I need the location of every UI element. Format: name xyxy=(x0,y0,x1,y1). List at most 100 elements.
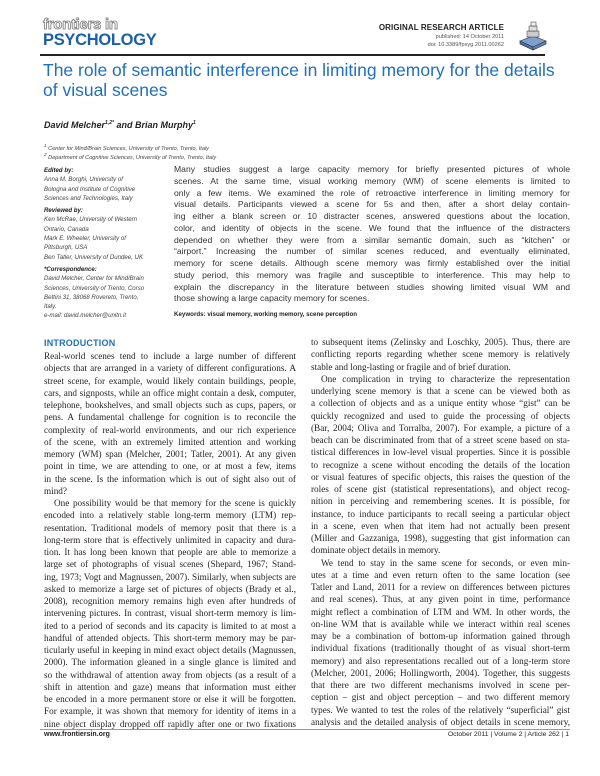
abstract-line: visual details. Participants viewed a sc… xyxy=(174,199,570,210)
sidebar-line: e-mail: david.melcher@unitn.it xyxy=(44,312,127,320)
text-line: Tatler and Land, 2011 for a review on di… xyxy=(311,582,570,592)
frontiers-stack-icon xyxy=(519,21,547,51)
article-title: The role of semantic interference in lim… xyxy=(43,60,555,100)
abstract-line: those showing a large capacity memory fo… xyxy=(174,293,370,304)
text-line: complexity of real-world environments, a… xyxy=(44,424,296,435)
abstract-line: Many studies suggest a large capacity me… xyxy=(174,164,570,174)
text-line: street scene, for example, would likely … xyxy=(44,375,296,386)
affiliation-text: Department of Cognitive Sciences, Univer… xyxy=(48,154,217,161)
text-line: 2008), recognition memory remains high e… xyxy=(44,596,296,606)
text-line: asked to memorize a large set of picture… xyxy=(44,583,296,594)
affiliation-text: Center for Mind/Brain Sciences, Universi… xyxy=(48,145,209,152)
text-line: to recognize a scene without encoding th… xyxy=(311,459,570,470)
author-1[interactable]: David Melcher xyxy=(44,120,106,130)
sidebar-line: Ontario, Canada xyxy=(44,225,89,233)
abstract-line: explain the discrepancy in the literatur… xyxy=(174,281,570,292)
text-line: underlying scene memory is that a scene … xyxy=(311,386,570,396)
paragraph: One possibility would be that memory for… xyxy=(44,497,296,730)
text-line: that there are two different mechanisms … xyxy=(311,680,570,690)
text-line: might reflect a combination of LTM and W… xyxy=(311,606,570,617)
doi: doi: 10.3389/fpsyg.2011.00262 xyxy=(427,42,504,48)
text-line: tion. It has long been known that people… xyxy=(44,547,296,557)
text-line: conflicting reports regarding whether sc… xyxy=(311,349,570,360)
abstract-line: only a few items. We examined the role o… xyxy=(174,187,570,198)
text-line: telephone, bookshelves, and small object… xyxy=(44,400,296,410)
text-line: pens. A fundamental challenge for cognit… xyxy=(44,412,296,423)
text-line: (Miller and Gazzaniga, 1998), suggesting… xyxy=(311,533,570,543)
edited-by-label: Edited by: xyxy=(44,167,74,174)
authors: David Melcher1,2* and Brian Murphy1 xyxy=(44,120,196,130)
text-line: instance, to induce participants to reca… xyxy=(311,508,570,519)
body-column-right: to subsequent items (Zelinsky and Loschk… xyxy=(311,336,570,728)
text-line: (Melcher, 2001, 2006; Hollingworth, 2004… xyxy=(311,667,570,678)
text-line: of the scene, with an extremely limited … xyxy=(44,436,296,447)
text-line: in a scene, even when that item had not … xyxy=(311,520,570,531)
abstract-line: ing either a blank screen or 10 distract… xyxy=(174,211,570,221)
abstract-line: depended on whether they were from a sim… xyxy=(174,234,570,245)
text-line: We tend to stay in the same scene for se… xyxy=(321,557,570,568)
sidebar-line: Mark E. Wheeler, University of xyxy=(44,235,126,243)
text-line: utes at a time and even return often to … xyxy=(311,569,570,580)
footer-issue-info: October 2011 | Volume 2 | Article 262 | … xyxy=(447,731,569,738)
text-line: long-term store that is effectively unli… xyxy=(44,534,296,545)
text-line: nine object display dropped off rapidly … xyxy=(44,718,296,729)
text-line: For example, it was shown that memory fo… xyxy=(44,706,296,717)
affiliation-2: 2 Department of Cognitive Sciences, Univ… xyxy=(44,152,216,161)
correspondence-label: *Correspondence: xyxy=(44,265,97,273)
text-line: tistical differences in low-level visual… xyxy=(311,447,570,458)
abstract-line: “airport.” Increasing the number of simi… xyxy=(174,246,570,257)
text-line: types. We wanted to test the roles of th… xyxy=(311,704,570,715)
abstract-line: color, and identity of objects in the sc… xyxy=(174,222,570,233)
text-line: on-line WM that is available while we in… xyxy=(311,618,570,629)
text-line: dominate object details in memory. xyxy=(311,545,441,556)
text-line: or visual features of specific objects, … xyxy=(311,471,570,482)
text-line: One complication in trying to characteri… xyxy=(321,373,570,384)
sidebar-line: Sciences, University of Trento, Corso xyxy=(44,284,145,292)
abstract-line: scenes. At the same time, visual working… xyxy=(174,175,570,186)
editorial-sidebar: Edited by: Anna M. Borghi, University of… xyxy=(44,166,169,321)
sidebar-line: Anna M. Borghi, University of xyxy=(44,176,123,184)
reviewed-by-label: Reviewed by: xyxy=(44,207,83,215)
sidebar-line: Ken McRae, University of Western xyxy=(44,216,138,224)
text-line: be encoded in a more permanent store or … xyxy=(44,694,296,704)
author-2[interactable]: Brian Murphy xyxy=(134,120,193,130)
text-line: objects that are arranged in a variety o… xyxy=(44,363,296,374)
abstract: Many studies suggest a large capacity me… xyxy=(174,164,570,305)
text-line: ticularly useful in keeping in mind exac… xyxy=(44,645,296,655)
abstract-line: memory for scene details. Although scene… xyxy=(174,258,570,268)
text-line: Real-world scenes tend to include a larg… xyxy=(44,351,296,361)
text-line: beach can be discriminated from that of … xyxy=(311,435,570,445)
author-conjunction: and xyxy=(113,120,135,130)
sidebar-line: Pittsburgh, USA xyxy=(44,244,88,252)
text-line: mind? xyxy=(44,485,67,496)
abstract-line: study period, this memory was fragile an… xyxy=(174,269,570,280)
text-line: One possibility would be that memory for… xyxy=(54,498,296,508)
sidebar-line: Italy. xyxy=(44,303,57,311)
sidebar-line: Sciences and Technologies, Italy xyxy=(44,194,133,202)
text-line: memory (WM) span (Melcher, 2001; Tatler,… xyxy=(44,449,296,459)
text-line: handful of attended objects. This short-… xyxy=(44,632,296,643)
text-line: analysis and the detailed analysis of ob… xyxy=(311,716,570,727)
text-line: a collection of objects and as a unique … xyxy=(311,398,570,409)
published-date: published: 14 October 2011 xyxy=(435,33,504,40)
journal-logo-line1: frontiers in xyxy=(43,16,119,33)
affiliation-sup: 1 xyxy=(44,143,47,148)
text-line: large set of photographs of visual scene… xyxy=(44,559,296,570)
sidebar-line: Bologna and Institute of Cognitive xyxy=(44,185,136,193)
paragraph: We tend to stay in the same scene for se… xyxy=(311,557,570,729)
sidebar-line: David Melcher, Center for Mind/Brain xyxy=(44,275,144,283)
keywords: Keywords: visual memory, working memory,… xyxy=(174,311,358,318)
text-line: (Bar, 2004; Oliva and Torralba, 2007). F… xyxy=(311,422,570,433)
text-line: stable and long-lasting or fragile and o… xyxy=(311,361,511,372)
footer-website-link[interactable]: www.frontiersin.org xyxy=(44,731,110,738)
section-heading-introduction: INTRODUCTION xyxy=(44,338,116,348)
text-line: intervening pictures. In contrast, visua… xyxy=(44,608,296,619)
body-column-left: Real-world scenes tend to include a larg… xyxy=(44,350,296,730)
text-line: so the withdrawal of attention away from… xyxy=(44,669,296,680)
text-line: and real scenes). Thus, at any given poi… xyxy=(311,594,570,605)
text-line: may be a combination of bottom-up inform… xyxy=(311,631,570,641)
header-rule xyxy=(40,54,545,56)
affiliation-sup: 2 xyxy=(44,152,47,157)
article-header-meta: ORIGINAL RESEARCH ARTICLE published: 14 … xyxy=(379,23,504,50)
